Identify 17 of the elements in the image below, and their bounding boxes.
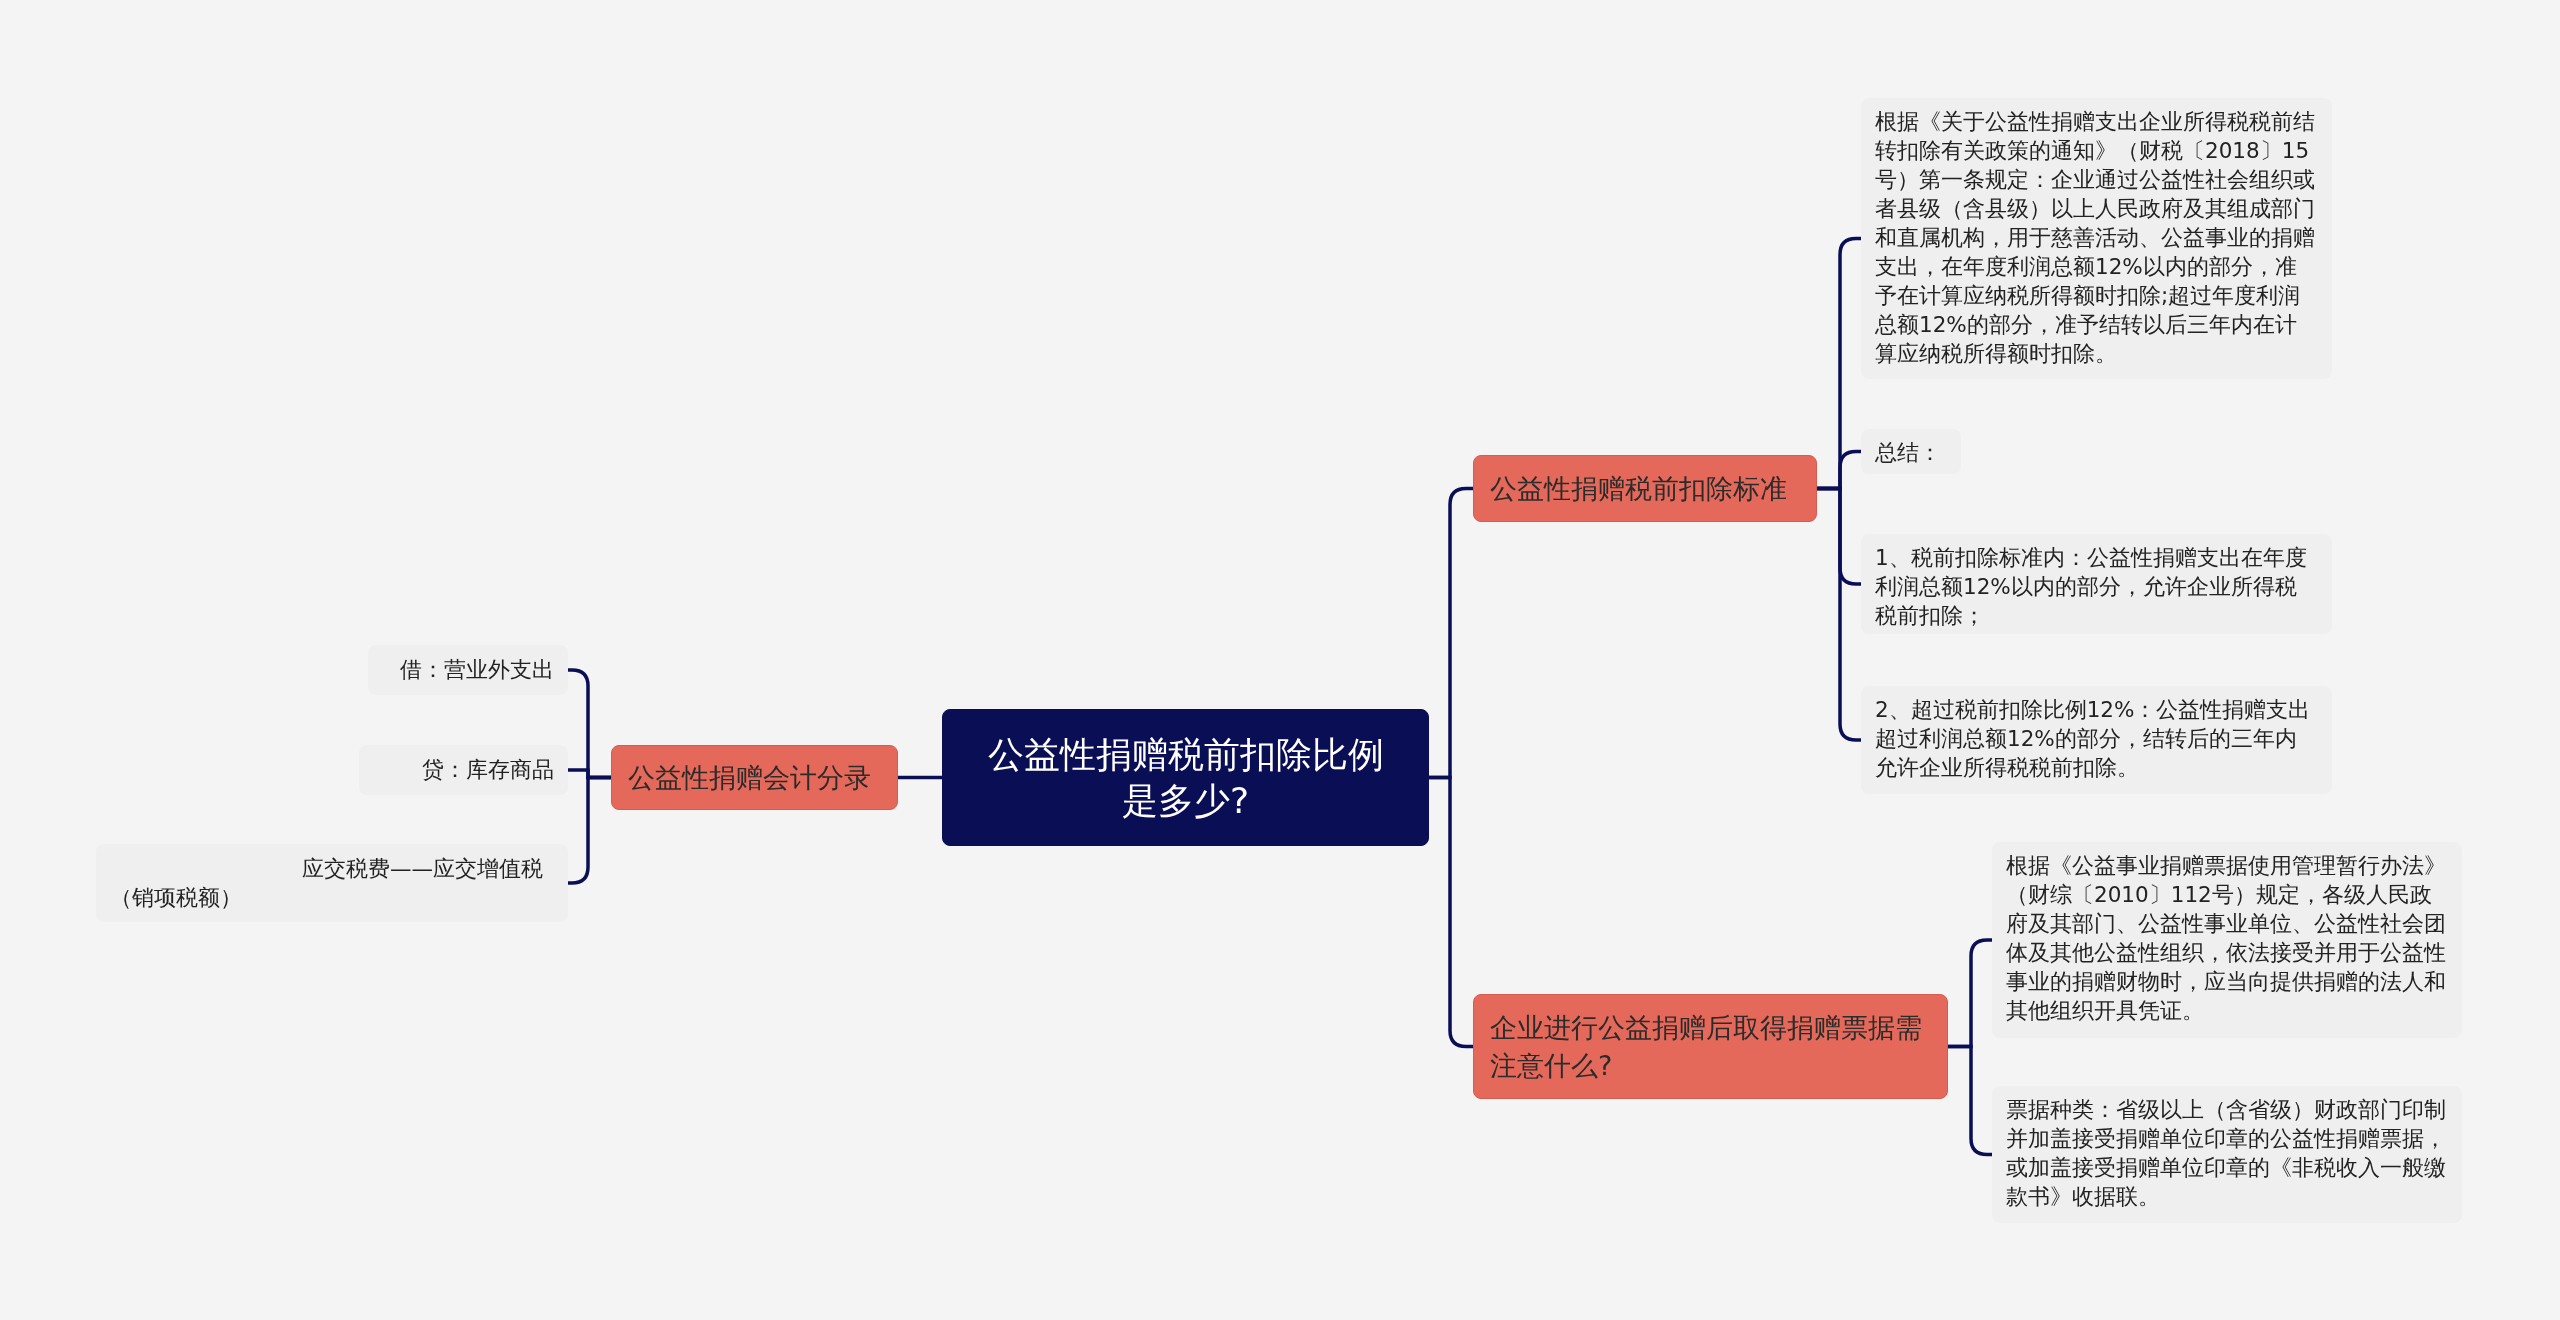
connector-line (898, 775, 942, 780)
note-box: 根据《关于公益性捐赠支出企业所得税税前结转扣除有关政策的通知》（财税〔2018〕15号）第一条规定：企业通过公益性社会组织或者县级（含县级）以上人民政府及其组成部门和直属机构，用于慈善活动、公益事业的捐赠支出，在年度利润总额12%以内的部分，准予在计算应纳税所得额时扣除;超过年度利润总额12%的部分，准予结转以后三年内在计算应纳税所得额时扣除。 (1861, 98, 2332, 379)
note-box: 1、税前扣除标准内：公益性捐赠支出在年度利润总额12%以内的部分，允许企业所得税税前扣除； (1861, 534, 2332, 634)
branch-box: 公益性捐赠会计分录 (611, 745, 898, 810)
note-box: 应交税费——应交增值税（销项税额） (96, 844, 568, 922)
topic-box: 公益性捐赠税前扣除比例是多少? (942, 709, 1429, 846)
connector-line (1429, 775, 1473, 1049)
note-box: 2、超过税前扣除比例12%：公益性捐赠支出超过利润总额12%的部分，结转后的三年内允许企业所得税税前扣除。 (1861, 686, 2332, 794)
branch-box: 企业进行公益捐赠后取得捐赠票据需注意什么? (1473, 994, 1948, 1099)
note-box: 根据《公益事业捐赠票据使用管理暂行办法》（财综〔2010〕112号）规定，各级人民政府及其部门、公益性事业单位、公益性社会团体及其他公益性组织，依法接受并用于公益性事业的捐赠财物时，应当向提供捐赠的法人和其他组织开具凭证。 (1992, 842, 2462, 1038)
note-box: 票据种类：省级以上（含省级）财政部门印制并加盖接受捐赠单位印章的公益性捐赠票据，或加盖接受捐赠单位印章的《非税收入一般缴款书》收据联。 (1992, 1086, 2462, 1223)
connector-line (1948, 1044, 1992, 1157)
note-box: 贷：库存商品 (359, 745, 568, 795)
connector-line (1817, 486, 1861, 742)
branch-box: 公益性捐赠税前扣除标准 (1473, 455, 1817, 522)
note-box: 总结： (1861, 429, 1961, 474)
note-box: 借：营业外支出 (368, 645, 568, 695)
